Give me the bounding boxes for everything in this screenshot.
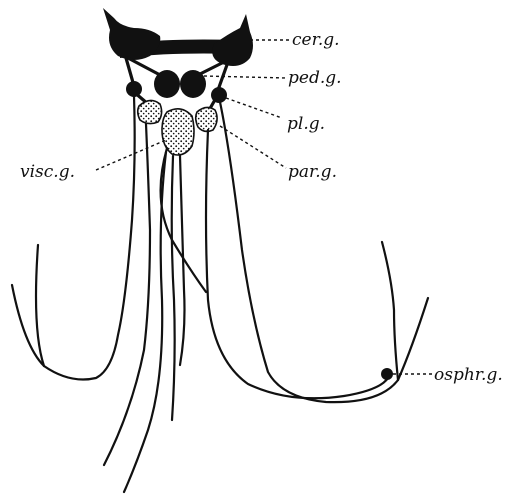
- pedal-ganglion-label: ped.g.: [288, 68, 342, 88]
- right-pleural-ganglion: [211, 87, 227, 103]
- parietal-ganglion-label: par.g.: [288, 162, 337, 182]
- left-cerebro-pedal-connective: [128, 58, 162, 76]
- pleural-ganglion-label: pl.g.: [287, 114, 325, 134]
- pedal-ganglia: [154, 70, 206, 98]
- left-pallial-branch: [36, 245, 44, 366]
- left-cerebral-ganglion: [103, 8, 160, 60]
- left-parietal-ganglion: [138, 100, 162, 123]
- right-pedal-ganglion: [180, 70, 206, 98]
- pedal-leader: [204, 76, 286, 78]
- left-pedal-ganglion: [154, 70, 180, 98]
- left-pallial-nerve: [12, 96, 135, 380]
- osphradial-nerve-branch: [382, 242, 398, 380]
- right-parietal-ganglion: [196, 107, 217, 131]
- cerebral-ganglion-label: cer.g.: [292, 30, 340, 50]
- visceral-nerve-3: [172, 156, 175, 420]
- left-visceral-nerve: [104, 124, 150, 465]
- osphradial-ganglion: [381, 368, 393, 380]
- left-pleural-ganglion: [126, 81, 142, 97]
- visceral-ganglion-label: visc.g.: [20, 162, 75, 182]
- visceral-nerve-2: [124, 152, 166, 492]
- labels: cer.g. ped.g. pl.g. par.g. visc.g. osphr…: [20, 30, 503, 385]
- nerves: [12, 96, 428, 492]
- visceral-leader: [96, 140, 166, 170]
- pleural-leader: [226, 98, 282, 118]
- osphradial-ganglion-label: osphr.g.: [434, 365, 503, 385]
